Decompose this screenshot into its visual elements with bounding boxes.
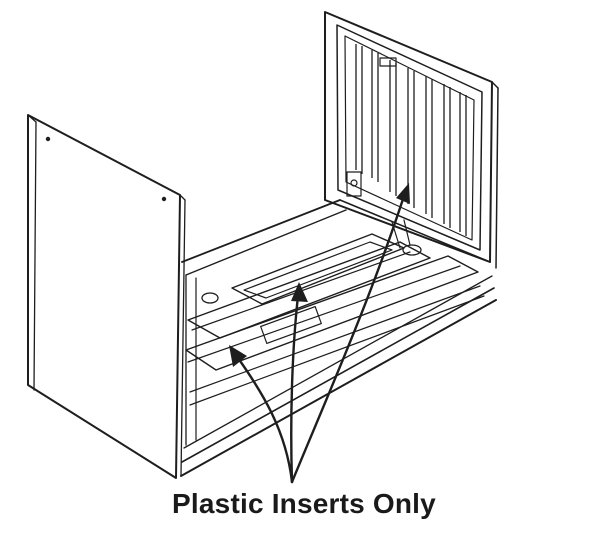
back-panel: [324, 11, 499, 269]
plastic-inserts-caption: Plastic Inserts Only: [172, 488, 436, 519]
insert-pointer-arrows: [229, 183, 410, 484]
left-side-panel: [27, 114, 186, 479]
base-tray: [180, 199, 497, 477]
